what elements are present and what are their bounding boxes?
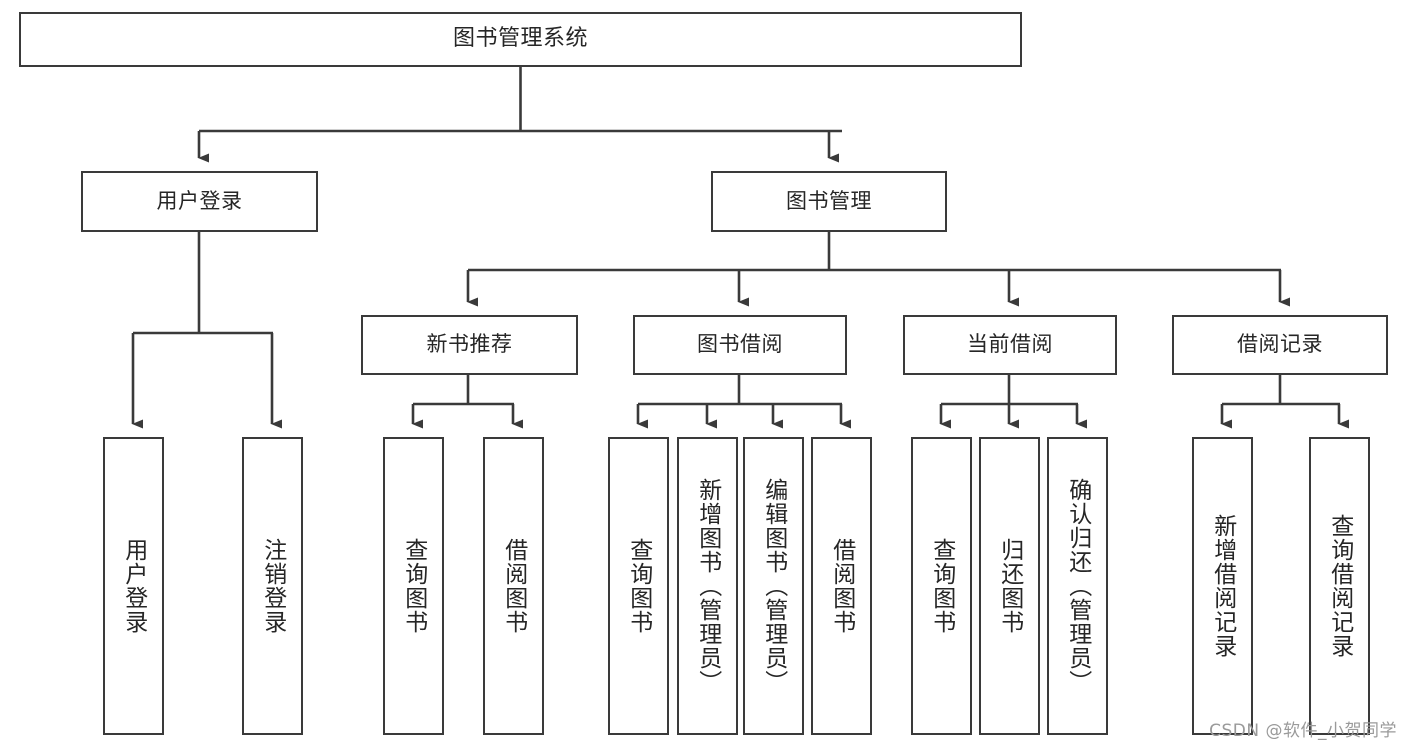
node-leaf-user-login[interactable]: 用户登录 — [103, 437, 164, 735]
node-leaf-query-record-label: 查询借阅记录 — [1326, 514, 1353, 658]
node-new-book-recommend-label: 新书推荐 — [426, 332, 513, 357]
node-new-book-recommend[interactable]: 新书推荐 — [361, 315, 578, 375]
node-leaf-query-book-3-label: 查询图书 — [928, 538, 955, 634]
node-leaf-add-book[interactable]: 新增图书（管理员） — [677, 437, 738, 735]
node-leaf-edit-book-label: 编辑图书（管理员） — [760, 478, 787, 694]
node-book-borrow-label: 图书借阅 — [697, 332, 783, 357]
node-root-system[interactable]: 图书管理系统 — [19, 12, 1022, 67]
node-borrow-record-label: 借阅记录 — [1237, 332, 1323, 357]
csdn-watermark: CSDN @软件_小贺同学 — [1209, 721, 1397, 741]
node-leaf-query-record[interactable]: 查询借阅记录 — [1309, 437, 1370, 735]
node-leaf-confirm-return-label: 确认归还（管理员） — [1064, 478, 1091, 694]
node-leaf-query-book-2[interactable]: 查询图书 — [608, 437, 669, 735]
node-leaf-add-book-label: 新增图书（管理员） — [694, 478, 721, 694]
node-book-borrow[interactable]: 图书借阅 — [633, 315, 847, 375]
node-leaf-borrow-book-1-label: 借阅图书 — [500, 538, 527, 634]
node-book-management-label: 图书管理 — [786, 188, 872, 213]
node-current-borrow[interactable]: 当前借阅 — [903, 315, 1117, 375]
node-borrow-record[interactable]: 借阅记录 — [1172, 315, 1388, 375]
node-leaf-logout[interactable]: 注销登录 — [242, 437, 303, 735]
node-current-borrow-label: 当前借阅 — [967, 332, 1053, 357]
node-leaf-edit-book[interactable]: 编辑图书（管理员） — [743, 437, 804, 735]
node-leaf-borrow-book-2-label: 借阅图书 — [828, 538, 855, 634]
node-leaf-add-record-label: 新增借阅记录 — [1209, 514, 1236, 658]
node-user-login-label: 用户登录 — [156, 188, 243, 213]
node-leaf-user-login-label: 用户登录 — [120, 538, 147, 634]
node-user-login[interactable]: 用户登录 — [81, 171, 318, 232]
node-leaf-confirm-return[interactable]: 确认归还（管理员） — [1047, 437, 1108, 735]
node-leaf-add-record[interactable]: 新增借阅记录 — [1192, 437, 1253, 735]
node-leaf-query-book-2-label: 查询图书 — [625, 538, 652, 634]
node-leaf-logout-label: 注销登录 — [259, 538, 286, 634]
node-leaf-borrow-book-1[interactable]: 借阅图书 — [483, 437, 544, 735]
node-leaf-return-book[interactable]: 归还图书 — [979, 437, 1040, 735]
node-leaf-query-book-1[interactable]: 查询图书 — [383, 437, 444, 735]
node-leaf-return-book-label: 归还图书 — [996, 538, 1023, 634]
node-leaf-query-book-3[interactable]: 查询图书 — [911, 437, 972, 735]
node-root-system-label: 图书管理系统 — [452, 26, 588, 52]
node-book-management[interactable]: 图书管理 — [711, 171, 947, 232]
node-leaf-query-book-1-label: 查询图书 — [400, 538, 427, 634]
node-leaf-borrow-book-2[interactable]: 借阅图书 — [811, 437, 872, 735]
